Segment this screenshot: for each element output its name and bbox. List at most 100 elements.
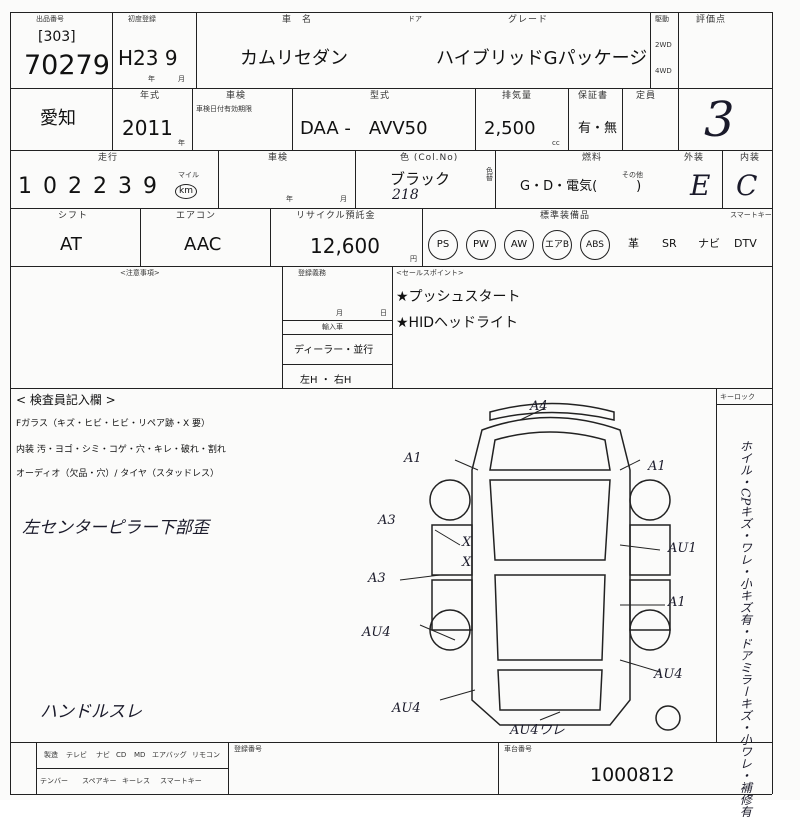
mileage-value: 1 0 2 2 3 9 xyxy=(18,174,159,199)
inspection-sub: 車検日付有効期限 xyxy=(196,105,252,113)
drive-label: 駆動 xyxy=(655,15,669,23)
footer-label-9: スペアキー xyxy=(82,777,117,785)
car-body-outline xyxy=(471,416,631,726)
footer-label-6: エアバッグ xyxy=(152,751,187,759)
vin-label: 車台番号 xyxy=(504,745,532,753)
year-unit: 年 xyxy=(286,195,293,203)
border-right xyxy=(772,12,773,794)
footer-label-8: テンバー xyxy=(40,777,68,785)
grade-label: グレード xyxy=(508,15,549,25)
divider-row2 xyxy=(10,150,772,151)
fuel-value: G・D・電気( ) xyxy=(520,179,642,194)
mark-a1-left: A1 xyxy=(403,451,422,466)
model-year-label: 年式 xyxy=(140,91,161,101)
displacement-unit: cc xyxy=(552,139,560,147)
car-diagram: A4 A1 A1 A3 AU1 A3 A1 AU4 AU4 AU4 AU4ワレ … xyxy=(361,399,697,738)
mark-au1-right: AU1 xyxy=(667,541,697,556)
sales-point-1: ★プッシュスタート xyxy=(396,289,521,305)
registration-day: 日 xyxy=(380,309,387,317)
equip-aw: AW xyxy=(504,230,534,260)
aircon-value: AAC xyxy=(184,234,222,255)
v-divider xyxy=(392,266,393,388)
v-divider xyxy=(678,12,679,150)
spare-wheel xyxy=(655,705,681,731)
region-value: 愛知 xyxy=(40,108,76,129)
footer-label-5: MD xyxy=(134,751,146,759)
right-side-text: ホイル・CPキズ・ワレ・小キズ有・ドアミラーキズ・小ワレ・補修有 xyxy=(738,440,753,817)
h-divider xyxy=(282,364,392,365)
score-value: 3 xyxy=(704,92,735,148)
door-label: ドア xyxy=(408,15,422,23)
footer-label-2: テレビ xyxy=(66,751,87,759)
v-divider xyxy=(422,208,423,266)
inspection2-label: 車検 xyxy=(268,153,289,163)
door-rear-left xyxy=(431,579,473,631)
mark-au4-bottom-left: AU4 xyxy=(391,701,421,716)
equip-dtv: DTV xyxy=(734,237,757,250)
equip-pw: PW xyxy=(466,230,496,260)
windshield xyxy=(489,479,611,561)
inspector-line-3: オーディオ（欠品・穴）/ タイヤ（スタッドレス） xyxy=(16,469,219,479)
fuel-other: その他 xyxy=(622,171,643,179)
inspector-line-2: 内装 汚・ヨゴ・シミ・コゲ・穴・キレ・破れ・割れ xyxy=(16,445,226,455)
sales-points-label: <セールスポイント> xyxy=(396,269,464,277)
border-top xyxy=(10,12,772,13)
mark-a1-right: A1 xyxy=(647,459,666,474)
displacement-label: 排気量 xyxy=(502,91,533,101)
v-divider xyxy=(140,208,141,266)
drive-2wd: 2WD xyxy=(655,41,672,49)
front-bumper xyxy=(489,402,615,421)
equip-leather: 革 xyxy=(628,237,639,250)
handwritten-note-1: 左センターピラー下部歪 xyxy=(22,518,209,538)
mark-x-1: X xyxy=(461,535,472,550)
mileage-unit-km: km xyxy=(175,184,197,199)
v-divider xyxy=(622,88,623,150)
equip-sr: SR xyxy=(662,237,677,250)
first-reg-label: 初度登録 xyxy=(128,15,156,23)
v-divider xyxy=(722,150,723,208)
v-divider xyxy=(292,88,293,150)
capacity-label: 定員 xyxy=(636,91,657,101)
v-divider xyxy=(475,88,476,150)
footer-label-11: スマートキー xyxy=(160,777,202,785)
hood xyxy=(489,431,611,471)
trunk xyxy=(497,669,603,711)
drive-4wd: 4WD xyxy=(655,67,672,75)
recycle-label: リサイクル預託金 xyxy=(296,211,376,221)
car-name: カムリセダン xyxy=(240,48,348,69)
footer-label-4: CD xyxy=(116,751,127,759)
first-reg-value: H23 9 xyxy=(118,46,178,70)
warranty-value: 有・無 xyxy=(578,121,618,136)
h-divider xyxy=(36,768,228,769)
mark-au4-left: AU4 xyxy=(361,625,391,640)
equip-navi: ナビ xyxy=(698,237,720,250)
first-reg-month-unit: 月 xyxy=(178,75,185,83)
steering-label: 左H ・ 右H xyxy=(300,375,352,386)
color-code: 218 xyxy=(392,187,419,203)
handwritten-note-2: ハンドルスレ xyxy=(40,702,142,722)
vin-value: 1000812 xyxy=(590,764,675,786)
mileage-unit-miles: マイル xyxy=(178,171,199,179)
footer-label-1: 製造 xyxy=(44,751,58,759)
footer-label-3: ナビ xyxy=(96,751,110,759)
displacement-value: 2,500 xyxy=(484,118,536,139)
color-change-label: 色替 xyxy=(486,167,493,182)
mileage-label: 走行 xyxy=(98,153,119,163)
shift-label: シフト xyxy=(58,211,89,221)
v-divider xyxy=(192,88,193,150)
lot-label: 出品番号 xyxy=(36,15,64,23)
inspector-line-1: Fガラス（キズ・ヒビ・ヒビ・リペア跡・X 要） xyxy=(16,419,211,429)
mark-a4-top: A4 xyxy=(529,399,548,414)
shift-value: AT xyxy=(60,234,82,255)
interior-value: C xyxy=(736,169,758,202)
border-left xyxy=(10,12,11,794)
h-divider xyxy=(716,404,772,405)
footer-label-7: リモコン xyxy=(192,751,220,759)
color-label: 色 (Col.No) xyxy=(400,153,459,163)
first-reg-year-unit: 年 xyxy=(148,75,155,83)
caution-label: <注意事項> xyxy=(120,269,160,277)
inspector-title: < 検査員記入欄 > xyxy=(16,393,116,407)
equip-ps: PS xyxy=(428,230,458,260)
auction-sheet: 出品番号 [303] 70279 初度登録 H23 9 年 月 車 名 カムリセ… xyxy=(10,12,773,817)
model-year-unit: 年 xyxy=(178,139,185,147)
